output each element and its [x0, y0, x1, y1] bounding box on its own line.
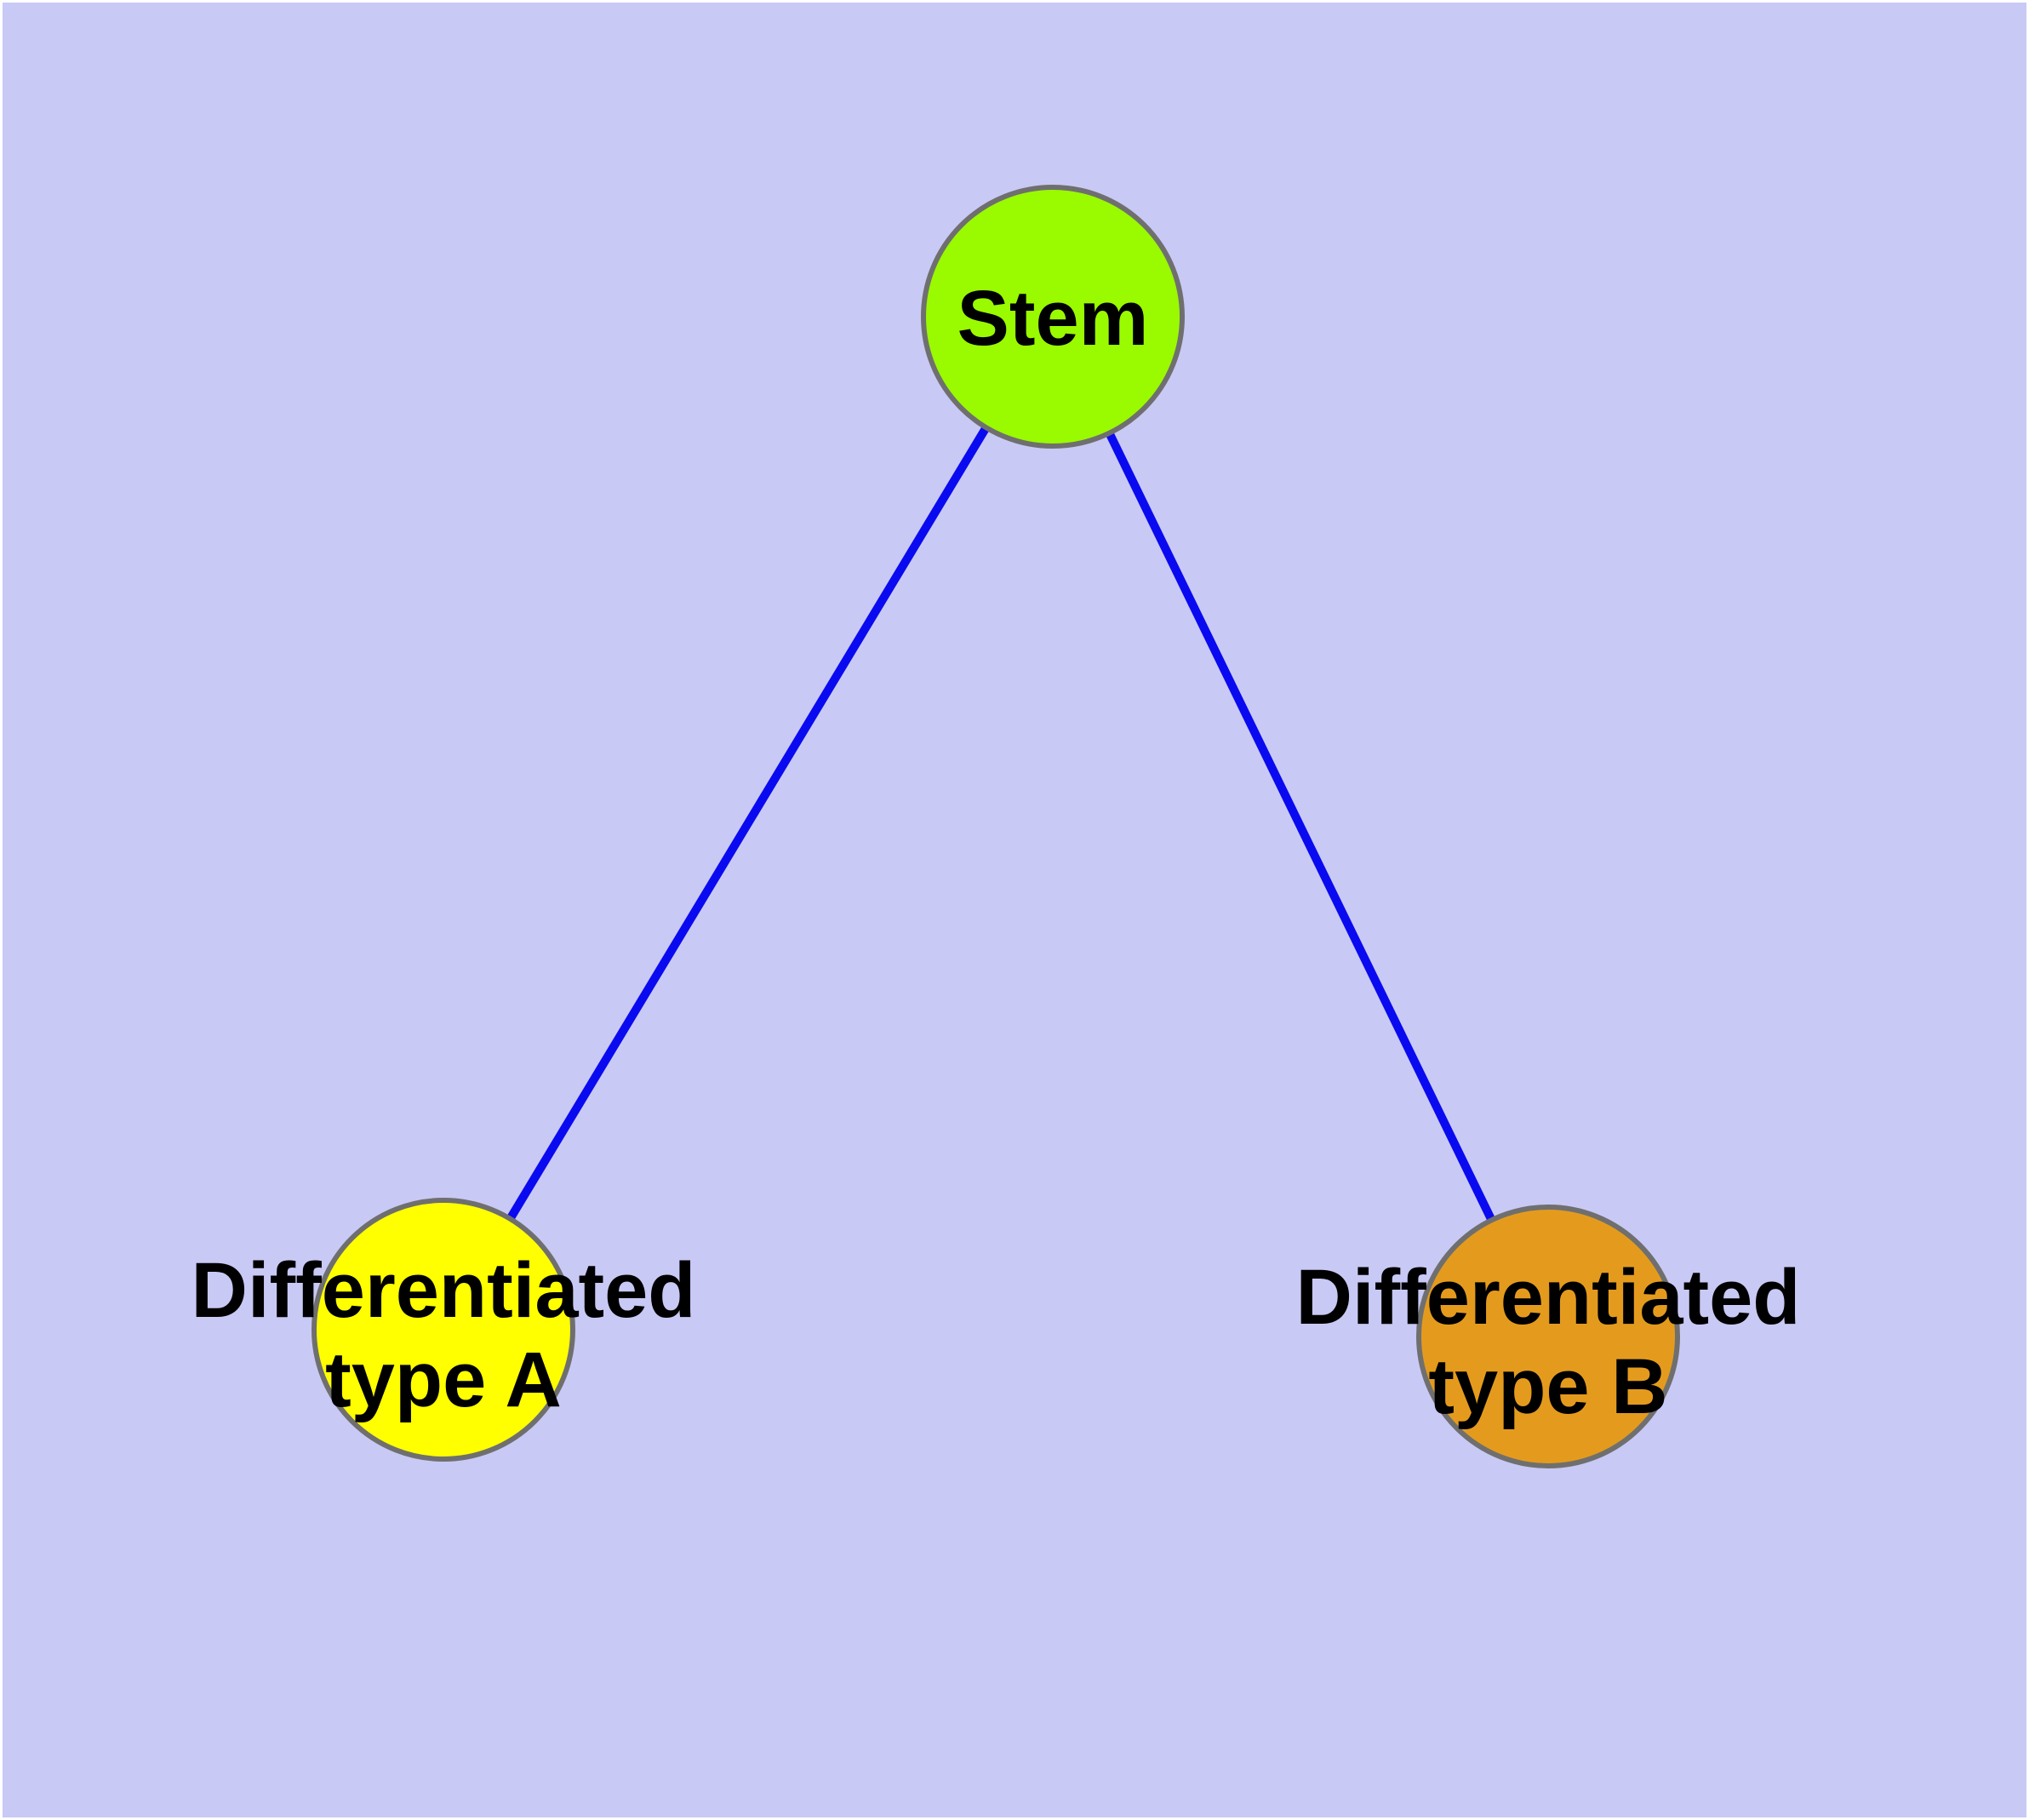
edge-stem-to-type-a [439, 314, 1057, 1332]
node-type-b-label-line2: type B [1428, 1343, 1667, 1430]
node-type-a-label-line2: type A [325, 1336, 562, 1423]
node-differentiated-type-a [311, 1198, 575, 1462]
node-type-b-label-line1: Differentiated [1296, 1254, 1801, 1341]
node-stem [921, 185, 1185, 449]
edge-stem-to-type-b [1049, 314, 1552, 1339]
node-type-a-label-line1: Differentiated [191, 1247, 696, 1334]
node-stem-label: Stem [957, 275, 1149, 362]
node-differentiated-type-b [1416, 1205, 1680, 1468]
